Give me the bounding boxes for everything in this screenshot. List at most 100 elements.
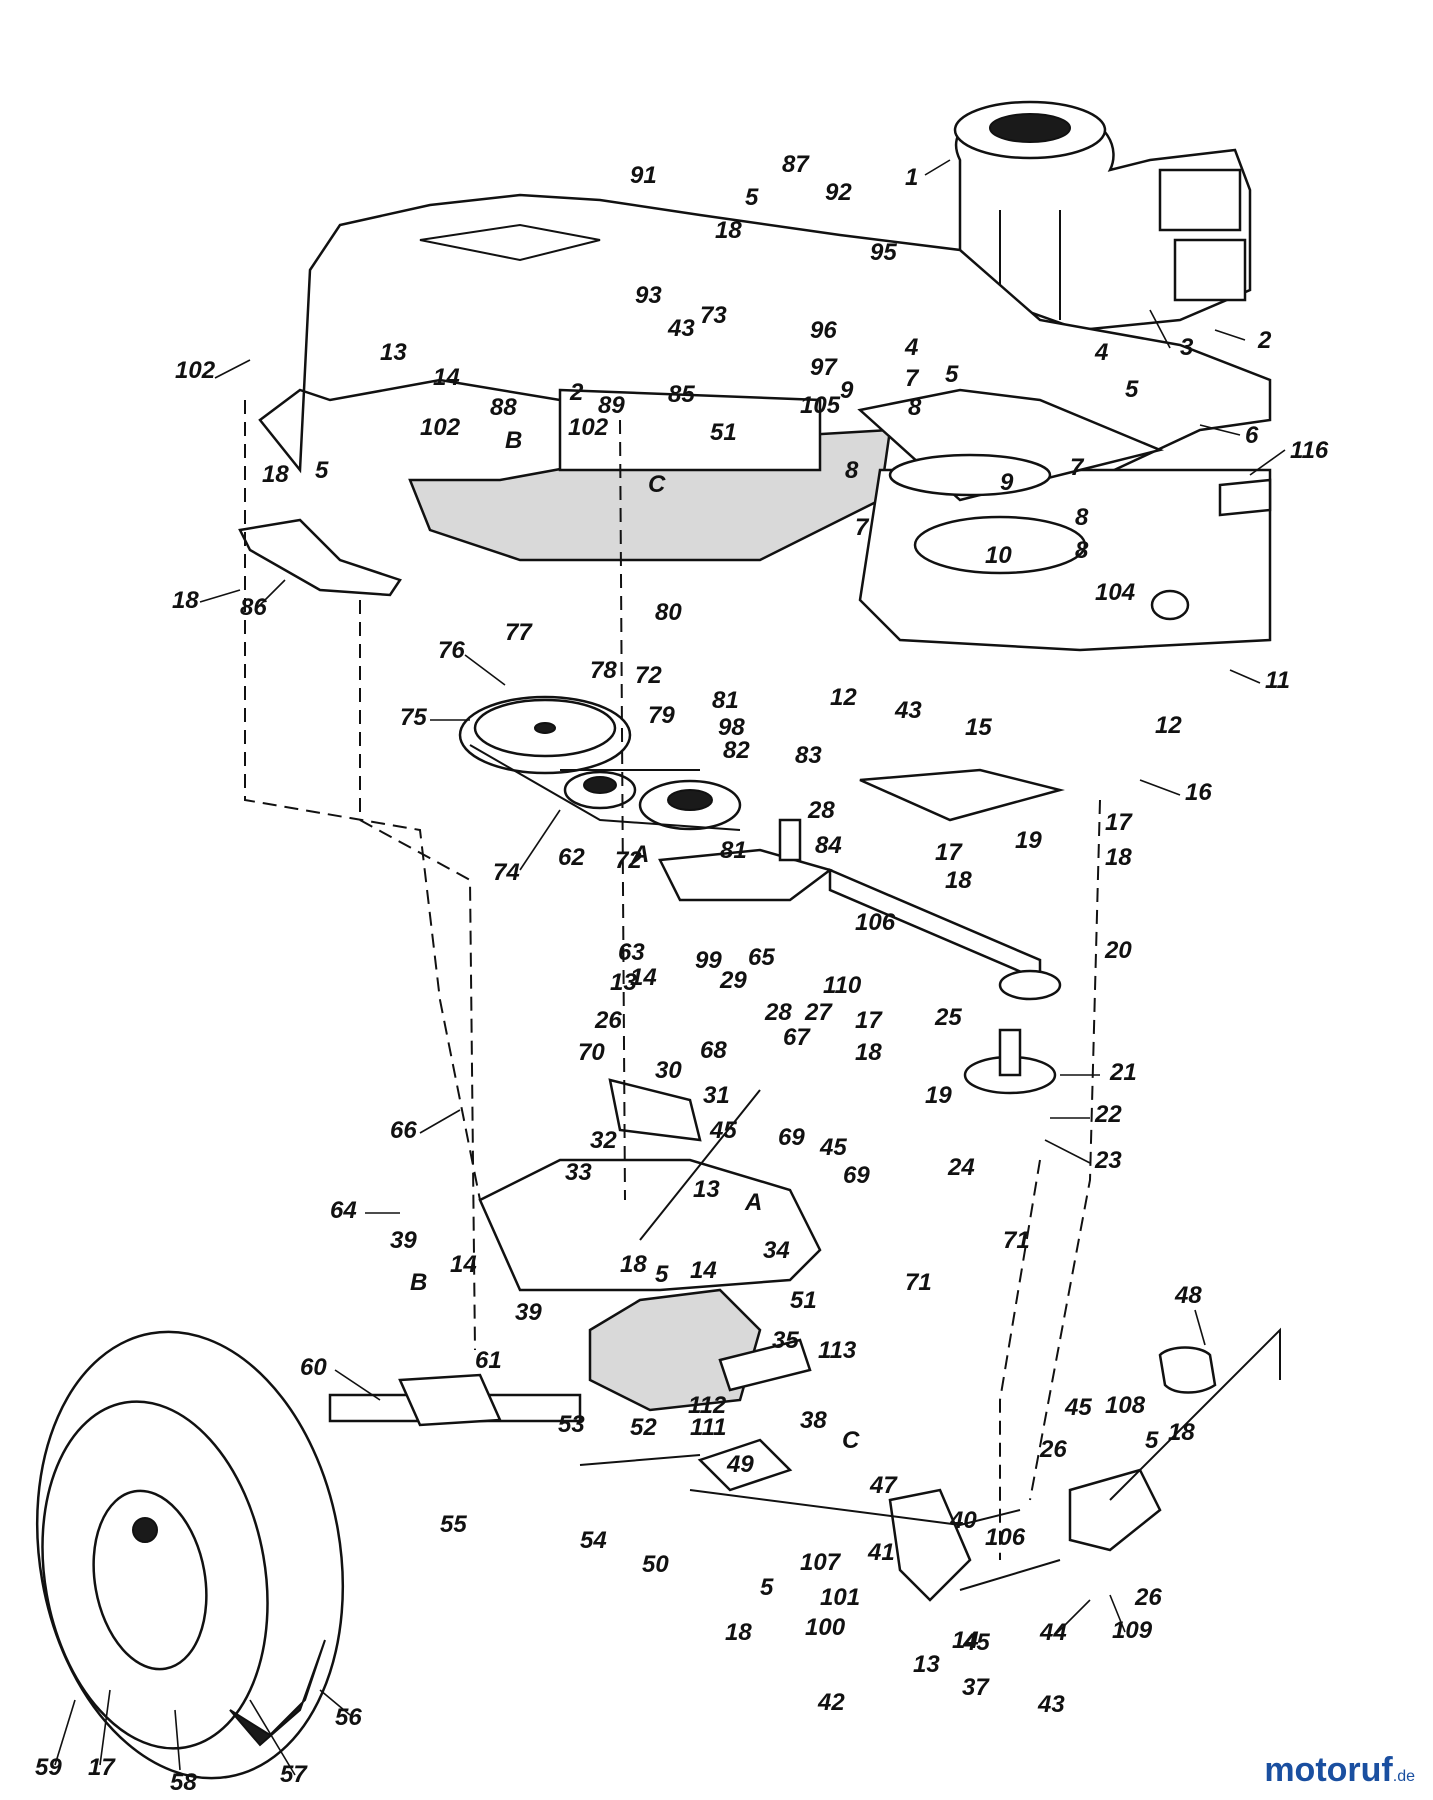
callout-17: 17 [1105, 809, 1133, 836]
callout-31: 31 [703, 1082, 730, 1109]
callout-38: 38 [800, 1407, 827, 1434]
callout-81: 81 [720, 837, 747, 864]
callout-99: 99 [695, 947, 722, 974]
callout-45: 45 [819, 1134, 847, 1161]
callout-14: 14 [433, 364, 460, 391]
callout-92: 92 [825, 179, 852, 206]
callout-91: 91 [630, 162, 657, 189]
callout-106: 106 [985, 1524, 1026, 1551]
callout-5: 5 [655, 1261, 669, 1288]
pulley-assembly [458, 695, 1065, 1095]
callout-100: 100 [805, 1614, 846, 1641]
callout-43: 43 [667, 315, 695, 342]
callout-48: 48 [1174, 1282, 1202, 1309]
callout-18: 18 [172, 587, 199, 614]
callout-13: 13 [380, 339, 407, 366]
callout-84: 84 [815, 832, 842, 859]
callout-80: 80 [655, 599, 682, 626]
callout-20: 20 [1104, 937, 1132, 964]
callout-32: 32 [590, 1127, 617, 1154]
callout-1: 1 [905, 164, 918, 191]
callout-72: 72 [635, 662, 662, 689]
callout-35: 35 [772, 1327, 799, 1354]
callout-49: 49 [726, 1451, 754, 1478]
engine [938, 100, 1252, 342]
callout-75: 75 [400, 704, 427, 731]
callout-62: 62 [558, 844, 585, 871]
callout-7: 7 [1070, 454, 1085, 481]
callout-C: C [842, 1427, 860, 1454]
callout-89: 89 [598, 392, 625, 419]
callout-72: 72 [615, 847, 642, 874]
callout-64: 64 [330, 1197, 357, 1224]
callout-10: 10 [985, 542, 1012, 569]
callout-65: 65 [748, 944, 775, 971]
callout-28: 28 [807, 797, 835, 824]
callout-C: C [648, 471, 666, 498]
callout-7: 7 [905, 365, 920, 392]
callout-37: 37 [962, 1674, 990, 1701]
callout-82: 82 [723, 737, 750, 764]
callout-43: 43 [894, 697, 922, 724]
callout-110: 110 [823, 972, 862, 999]
callout-102: 102 [175, 357, 216, 384]
callout-85: 85 [668, 381, 695, 408]
chassis-frame [238, 193, 1272, 652]
callout-69: 69 [778, 1124, 805, 1151]
callout-79: 79 [648, 702, 675, 729]
callout-39: 39 [390, 1227, 417, 1254]
callout-69: 69 [843, 1162, 870, 1189]
callout-5: 5 [745, 184, 759, 211]
callout-107: 107 [800, 1549, 842, 1576]
callout-8: 8 [845, 457, 859, 484]
callout-53: 53 [558, 1411, 585, 1438]
callout-14: 14 [450, 1251, 477, 1278]
callout-109: 109 [1112, 1617, 1153, 1644]
callout-47: 47 [869, 1472, 898, 1499]
callout-26: 26 [1039, 1436, 1067, 1463]
callout-111: 111 [690, 1414, 726, 1441]
callout-12: 12 [1155, 712, 1182, 739]
callout-28: 28 [764, 999, 792, 1026]
callout-8: 8 [1075, 537, 1089, 564]
callout-8: 8 [1075, 504, 1089, 531]
callout-43: 43 [1037, 1691, 1065, 1718]
watermark-suffix: .de [1392, 1768, 1415, 1785]
callout-70: 70 [578, 1039, 605, 1066]
leader-lines [54, 159, 1286, 1776]
callout-22: 22 [1094, 1101, 1122, 1128]
callout-41: 41 [867, 1539, 895, 1566]
callout-105: 105 [800, 392, 841, 419]
callout-45: 45 [709, 1117, 737, 1144]
callout-18: 18 [725, 1619, 752, 1646]
callout-13: 13 [913, 1651, 940, 1678]
callout-73: 73 [700, 302, 727, 329]
callout-39: 39 [515, 1299, 542, 1326]
callout-23: 23 [1094, 1147, 1122, 1174]
callout-25: 25 [934, 1004, 962, 1031]
callout-12: 12 [830, 684, 857, 711]
callout-21: 21 [1109, 1059, 1137, 1086]
callout-104: 104 [1095, 579, 1135, 606]
callout-86: 86 [240, 594, 267, 621]
callout-labels: 1 2 2 3 4 4 5 5 5 5 5 5 5 6 7 7 7 8 8 8 … [35, 151, 1329, 1796]
transaxle-assembly [328, 1078, 822, 1466]
callout-17: 17 [855, 1007, 883, 1034]
callout-45: 45 [1064, 1394, 1092, 1421]
callout-78: 78 [590, 657, 617, 684]
callout-55: 55 [440, 1511, 467, 1538]
callout-27: 27 [804, 999, 833, 1026]
callout-50: 50 [642, 1551, 669, 1578]
callout-96: 96 [810, 317, 837, 344]
callout-77: 77 [505, 619, 533, 646]
callout-B: B [410, 1269, 427, 1296]
callout-B: B [505, 427, 522, 454]
callout-42: 42 [817, 1689, 845, 1716]
callout-26: 26 [1134, 1584, 1162, 1611]
callout-60: 60 [300, 1354, 327, 1381]
callout-4: 4 [904, 334, 918, 361]
callout-63: 63 [618, 939, 645, 966]
callout-71: 71 [905, 1269, 932, 1296]
callout-74: 74 [493, 859, 520, 886]
